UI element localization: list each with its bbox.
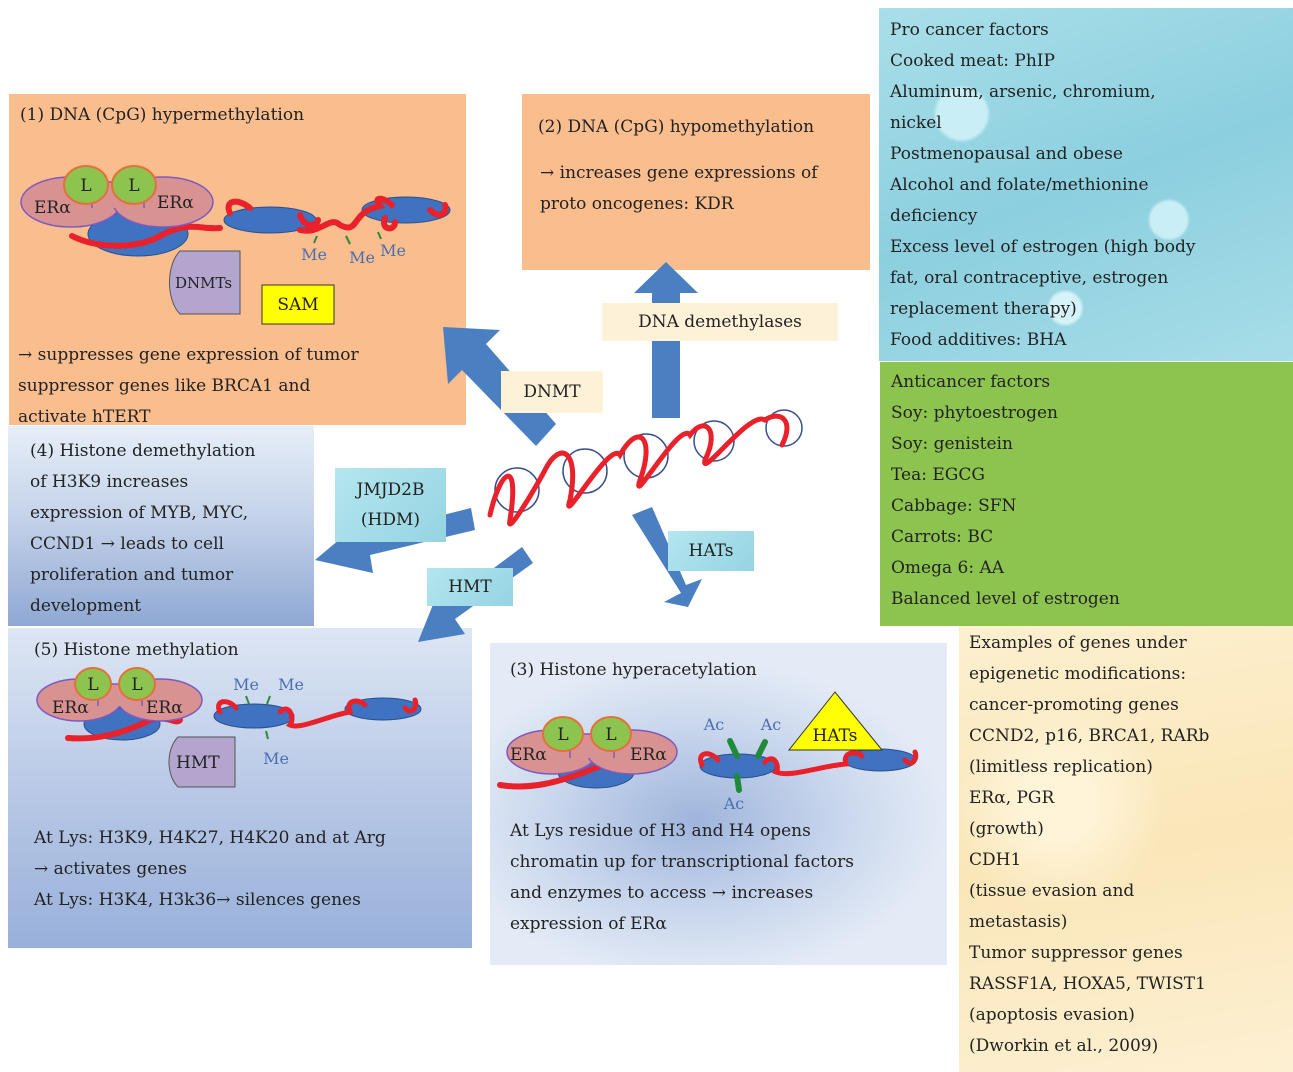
hypomethylation-title: (2) DNA (CpG) hypomethylation — [538, 117, 815, 137]
hypomethylation-panel — [522, 94, 870, 270]
acetyl-label: Ac — [703, 715, 725, 734]
dna-demethylases-label: DNA demethylases — [602, 303, 838, 341]
receptor-label: ERα — [157, 193, 194, 213]
arrow-to-hypermethylation — [443, 327, 556, 446]
dnmts-label: DNMTs — [175, 274, 232, 292]
receptor-label: ERα — [630, 745, 667, 765]
acetyl-label: Ac — [760, 715, 782, 734]
dnmt-label: DNMT — [501, 371, 603, 413]
methyl-label: Me — [278, 675, 304, 694]
sam-label: SAM — [277, 295, 318, 315]
receptor-label: ERα — [146, 698, 183, 718]
hmt-enzyme-label: HMT — [176, 753, 220, 773]
histone-demethylation-description: (4) Histone demethylation of H3K9 increa… — [30, 441, 256, 616]
histone-hyperacetylation-illustration — [497, 691, 919, 793]
receptor-label: ERα — [52, 698, 89, 718]
hats-label: HATs — [668, 531, 754, 571]
methyl-label: Me — [380, 241, 406, 260]
gene-examples-panel — [959, 626, 1293, 1072]
hypermethylation-illustration — [20, 165, 451, 325]
chromatin-coil — [487, 409, 803, 527]
ligand-label: L — [80, 176, 91, 196]
histone-hyperacetylation-title: (3) Histone hyperacetylation — [510, 660, 757, 680]
acetyl-label: Ac — [723, 794, 745, 813]
receptor-label: ERα — [510, 745, 547, 765]
methyl-label: Me — [301, 245, 327, 264]
anticancer-panel — [880, 362, 1293, 626]
ligand-label: L — [87, 675, 98, 695]
methyl-label: Me — [349, 248, 375, 267]
arrow-to-histone-hyperacetylation — [632, 507, 702, 607]
methyl-label: Me — [233, 675, 259, 694]
histone-methylation-illustration — [36, 667, 422, 788]
jmjd2b-hdm-label: JMJD2B(HDM) — [335, 468, 446, 542]
histone-demethylation-panel — [8, 426, 314, 626]
receptor-label: ERα — [34, 198, 71, 218]
ligand-label: L — [128, 176, 139, 196]
hats-enzyme-label: HATs — [813, 726, 858, 746]
ligand-label: L — [131, 675, 142, 695]
methyl-label: Me — [263, 749, 289, 768]
gene-examples-list: Examples of genes under epigenetic modif… — [969, 633, 1210, 1056]
hmt-label: HMT — [427, 568, 513, 606]
anticancer-factors-list: Anticancer factors Soy: phytoestrogen So… — [891, 372, 1120, 609]
pro-cancer-factors-list: Pro cancer factors Cooked meat: PhIP Alu… — [890, 20, 1196, 350]
ligand-label: L — [557, 725, 568, 745]
histone-hyperacetylation-description: At Lys residue of H3 and H4 opens chroma… — [510, 821, 855, 934]
ligand-label: L — [605, 725, 616, 745]
hypermethylation-description: → suppresses gene expression of tumor su… — [18, 345, 359, 427]
histone-hyperacetylation-panel — [490, 643, 947, 965]
hypermethylation-title: (1) DNA (CpG) hypermethylation — [20, 105, 305, 125]
pro-cancer-panel — [879, 8, 1293, 361]
hypomethylation-description: → increases gene expressions of proto on… — [540, 163, 818, 214]
histone-methylation-description: At Lys: H3K9, H4K27, H4K20 and at Arg → … — [34, 828, 386, 910]
histone-methylation-title: (5) Histone methylation — [34, 640, 239, 660]
